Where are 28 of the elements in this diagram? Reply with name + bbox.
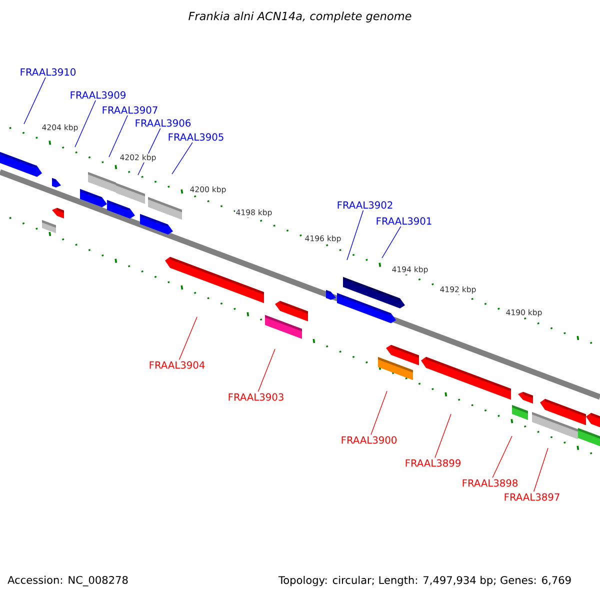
leader-line [370, 390, 388, 435]
leader-line [74, 100, 96, 148]
gene-label: FRAAL3899 [406, 459, 460, 467]
gene-label: FRAAL3910 [20, 68, 76, 76]
leader-line [492, 436, 512, 478]
gene-label: FRAAL3904 [150, 361, 205, 369]
gene-label: FRAAL3907 [102, 106, 158, 114]
gene-label: FRAAL3897 [504, 493, 560, 501]
gene-label: FRAAL3909 [70, 91, 126, 99]
gene-label: FRAAL3898 [462, 479, 518, 487]
gene-label: FRAAL3901 [376, 217, 432, 225]
gene-label: FRAAL3905 [168, 133, 224, 141]
leader-line [346, 210, 364, 260]
leader-line [108, 115, 128, 158]
leader-line [533, 448, 548, 492]
leader-line [24, 77, 46, 124]
footer-text: Topology: circular; Length: 7,497,934 bp; Genes: 6,769 [278, 576, 571, 586]
title: Frankia alni ACN14a, complete genome [188, 12, 412, 22]
leader-line [172, 142, 193, 174]
leader-line [178, 316, 198, 360]
gene-label: FRAAL3902 [338, 201, 392, 209]
gene-label: FRAAL3900 [342, 436, 397, 444]
leader-line [258, 348, 276, 392]
gene-label: FRAAL3903 [228, 393, 284, 401]
gene-label: FRAAL3906 [136, 119, 191, 127]
leader-line [382, 226, 402, 258]
leader-line [434, 414, 452, 458]
footer-text: Accession: NC_008278 [8, 576, 128, 586]
